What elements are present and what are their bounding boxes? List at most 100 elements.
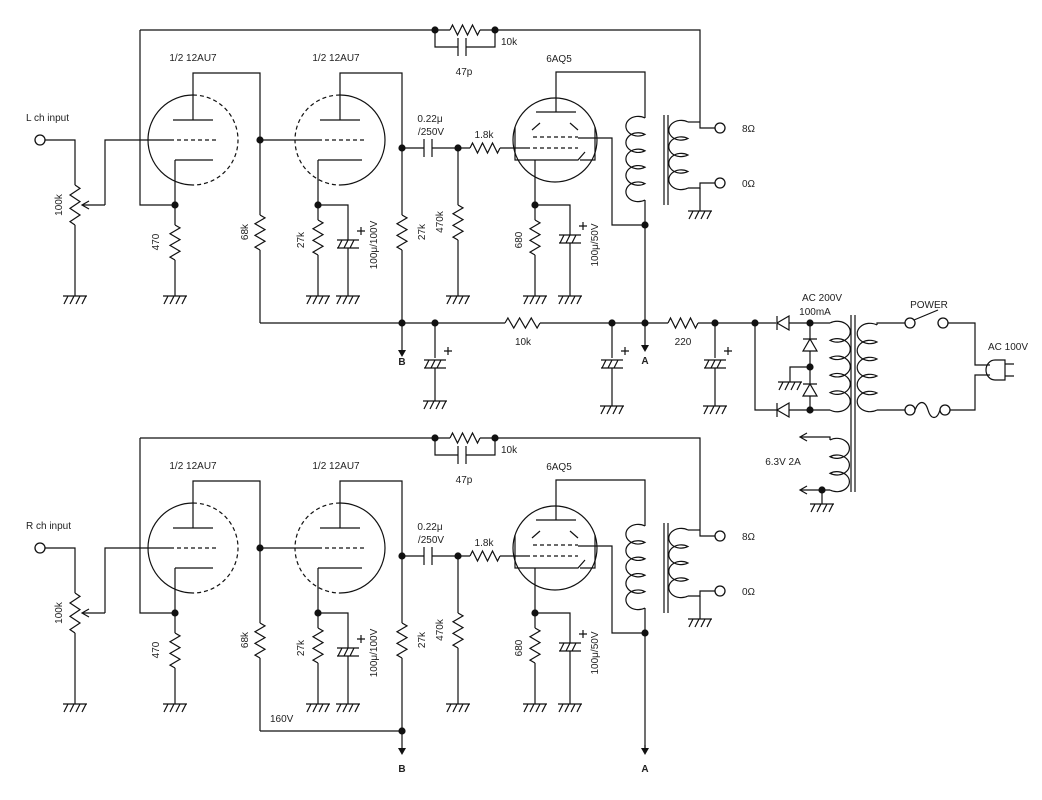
wire: [688, 182, 715, 189]
resistor: [168, 224, 182, 261]
label: /250V: [418, 127, 444, 138]
label: R ch input: [26, 521, 71, 532]
electrolytic-capacitor: [601, 359, 623, 369]
label: 6AQ5: [546, 462, 572, 473]
label: 27k: [296, 231, 307, 248]
wire: [950, 374, 990, 411]
diode: [801, 337, 819, 352]
label: /250V: [418, 535, 444, 546]
wire: [578, 545, 645, 634]
label: 470k: [435, 210, 446, 233]
coil-winding: [668, 119, 690, 191]
ground-symbol: [600, 400, 624, 415]
ground-symbol: [688, 613, 712, 628]
mains-plug-icon: [985, 359, 1014, 381]
tube-envelope: [339, 94, 386, 186]
junction-dot: [398, 727, 406, 735]
terminal: [714, 530, 726, 542]
diode: [801, 382, 819, 397]
label: 0Ω: [742, 179, 756, 190]
label: 47p: [456, 475, 473, 486]
wire: [339, 72, 403, 148]
ground-symbol: [63, 290, 87, 305]
label: 100μ/100V: [369, 220, 380, 269]
pentode-grids: [533, 136, 578, 149]
label: 47p: [456, 67, 473, 78]
tube-envelope: [294, 94, 341, 186]
wire: [45, 139, 76, 185]
pentode-grids: [533, 544, 578, 557]
plus-sign: [579, 630, 587, 638]
coil-winding: [856, 322, 879, 413]
label: 680: [514, 639, 525, 656]
capacitor: [423, 139, 433, 157]
transformer-core: [663, 115, 669, 205]
label: 220: [675, 337, 692, 348]
ground-symbol: [306, 698, 330, 713]
plus-sign: [357, 635, 365, 643]
terminal: [939, 404, 951, 416]
label: 470: [151, 641, 162, 658]
resistor: [449, 431, 481, 445]
terminal: [714, 177, 726, 189]
label: 8Ω: [742, 124, 756, 135]
label: 6AQ5: [546, 54, 572, 65]
label: 10k: [501, 445, 518, 456]
label: A: [641, 356, 648, 367]
label: 0.22μ: [417, 522, 442, 533]
ground-symbol: [688, 205, 712, 220]
label: 8Ω: [742, 532, 756, 543]
tube-envelope: [192, 94, 239, 186]
terminal: [714, 585, 726, 597]
junction-dot: [171, 201, 179, 209]
coil-winding: [668, 527, 690, 599]
electrolytic-capacitor: [559, 234, 581, 244]
wire: [434, 438, 458, 456]
label: 27k: [417, 223, 428, 240]
arrow-down-icon: [398, 350, 406, 357]
diode: [775, 314, 790, 332]
wire: [45, 547, 76, 593]
wire: [192, 72, 261, 140]
coil-winding: [828, 437, 850, 493]
label: 1/2 12AU7: [312, 53, 360, 64]
wire: [318, 612, 349, 648]
transformer-core: [663, 523, 669, 613]
label: 470: [151, 233, 162, 250]
resistor: [451, 612, 465, 649]
label: 27k: [417, 631, 428, 648]
tube-envelope: [512, 505, 598, 591]
plus-sign: [357, 227, 365, 235]
label: B: [398, 764, 405, 775]
label: 68k: [240, 223, 251, 240]
terminal: [34, 542, 46, 554]
label: 100μ/100V: [369, 628, 380, 677]
resistor: [469, 549, 501, 563]
wire: [801, 436, 831, 440]
arrow-down-icon: [398, 748, 406, 755]
resistor: [68, 592, 82, 634]
wire: [578, 137, 645, 226]
wire: [876, 322, 905, 325]
label: 0Ω: [742, 587, 756, 598]
arrow-left-icon: [798, 485, 808, 495]
arrow-down-icon: [641, 748, 649, 755]
plus-sign: [444, 347, 452, 355]
wire: [466, 30, 496, 48]
electrolytic-capacitor: [559, 642, 581, 652]
tube-envelope: [147, 94, 194, 186]
label: 680: [514, 231, 525, 248]
fuse: [914, 401, 941, 419]
resistor: [449, 23, 481, 37]
arrow-left-icon: [80, 608, 90, 618]
label: 0.22μ: [417, 114, 442, 125]
tube-envelope: [147, 502, 194, 594]
wire: [789, 366, 810, 376]
ground-symbol: [523, 698, 547, 713]
label: 1.8k: [475, 130, 495, 141]
electrolytic-capacitor: [424, 359, 446, 369]
arrow-left-icon: [798, 432, 808, 442]
resistor: [528, 219, 542, 256]
pentode-electrodes: [514, 98, 596, 161]
wire: [480, 29, 715, 129]
